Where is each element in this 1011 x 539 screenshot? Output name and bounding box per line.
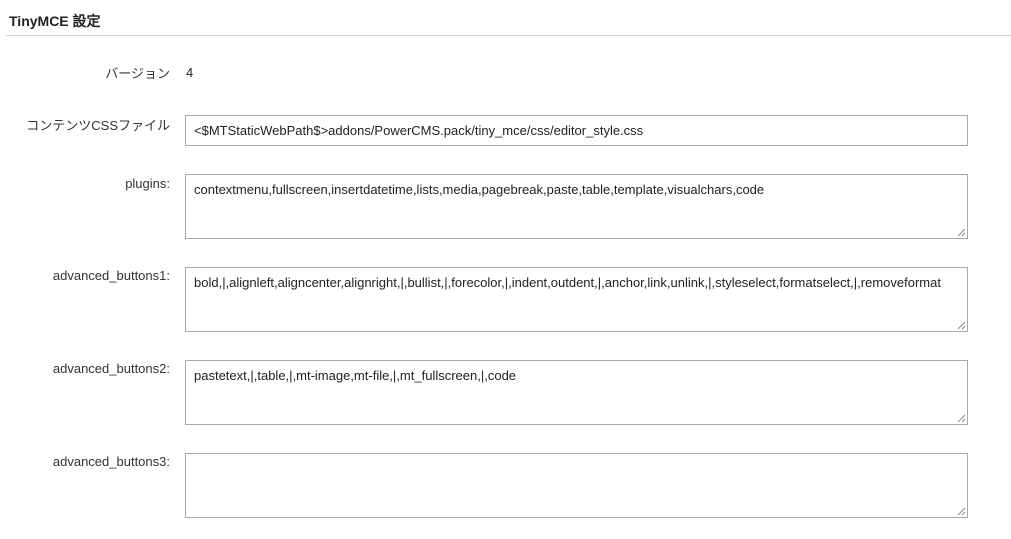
- advanced-buttons1-textarea[interactable]: bold,|,alignleft,aligncenter,alignright,…: [185, 267, 968, 332]
- advanced-buttons3-label: advanced_buttons3:: [52, 454, 170, 469]
- advanced-buttons2-resize-handle[interactable]: [957, 414, 966, 423]
- resize-grip-icon: [957, 321, 966, 330]
- advanced-buttons3-textarea[interactable]: [185, 453, 968, 518]
- version-label: バージョン: [105, 66, 170, 81]
- advanced-buttons1-resize-handle[interactable]: [957, 321, 966, 330]
- advanced-buttons2-label: advanced_buttons2:: [52, 361, 170, 376]
- plugins-label: plugins:: [125, 176, 170, 191]
- advanced-buttons1-label: advanced_buttons1:: [52, 268, 170, 283]
- page-title: TinyMCE 設定: [9, 13, 101, 29]
- resize-grip-icon: [957, 414, 966, 423]
- plugins-textarea[interactable]: contextmenu,fullscreen,insertdatetime,li…: [185, 174, 968, 239]
- page-header: TinyMCE 設定: [6, 0, 1011, 36]
- resize-grip-icon: [957, 507, 966, 516]
- content-css-label: コンテンツCSSファイル: [26, 118, 170, 133]
- content-css-input[interactable]: [185, 115, 968, 146]
- advanced-buttons2-textarea[interactable]: pastetext,|,table,|,mt-image,mt-file,|,m…: [185, 360, 968, 425]
- plugins-resize-handle[interactable]: [957, 228, 966, 237]
- version-value: 4: [186, 65, 194, 80]
- advanced-buttons3-resize-handle[interactable]: [957, 507, 966, 516]
- resize-grip-icon: [957, 228, 966, 237]
